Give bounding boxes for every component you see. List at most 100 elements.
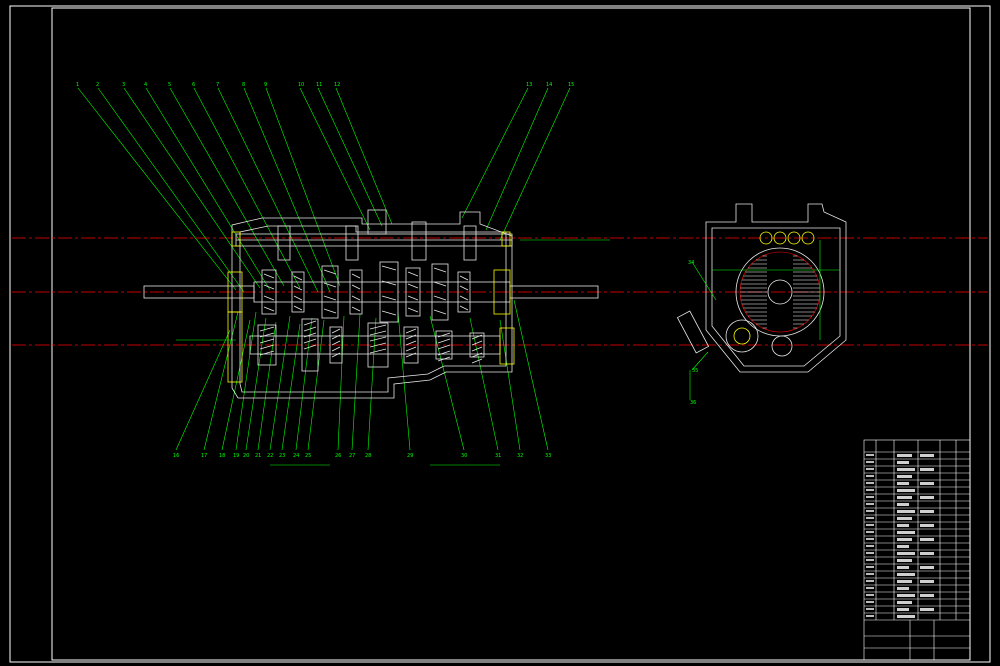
counter-gear-5 [403,326,419,364]
part-label-12: 12 [334,82,340,88]
title-block-fill [866,454,934,618]
counter-gear-2 [301,318,319,372]
leader-line-29 [397,311,411,451]
shift-fork-3 [411,221,427,261]
small-gear [725,319,759,353]
leader-line-8 [243,87,331,293]
part-label-18: 18 [219,453,225,459]
leader-line-4 [145,87,271,291]
leader-line-31 [469,317,499,451]
side-view-hatch [740,255,820,329]
part-label-25: 25 [305,453,311,459]
inner-border [51,7,971,661]
side-housing [705,203,847,373]
part-label-15: 15 [568,82,574,88]
leader-line-19 [235,311,257,451]
main-gear-6 [405,267,421,317]
gearbox-side-view [676,203,847,373]
main-gear-5 [379,261,399,323]
shift-fork-1 [277,225,291,261]
leader-line-16 [175,329,231,451]
leader-line-6 [193,87,301,289]
leader-line-14 [485,87,549,231]
housing-outline [231,211,513,399]
part-label-5: 5 [168,82,171,88]
part-label-7: 7 [216,82,219,88]
part-label-27: 27 [349,453,355,459]
part-label-8: 8 [242,82,245,88]
part-label-32: 32 [517,453,523,459]
outer-border [9,5,991,663]
part-label-3: 3 [122,82,125,88]
part-label-14: 14 [546,82,552,88]
counter-gear-4 [367,322,389,368]
leader-line-7 [217,87,319,293]
leader-line-32 [499,319,521,451]
part-label-28: 28 [365,453,371,459]
leader-line-20 [245,317,267,451]
counter-gear-1 [257,324,277,366]
part-label-17: 17 [201,453,207,459]
shift-fork-2 [345,225,359,261]
leader-line-1 [77,87,237,291]
part-label-22: 22 [267,453,273,459]
leader-line-25 [307,319,325,451]
main-gear-2 [291,271,305,313]
main-gear-1 [261,269,277,315]
leader-line-15 [499,87,571,241]
leader-line-27 [351,313,361,451]
leader-lines-top [77,87,571,293]
leader-line-17 [203,311,239,451]
main-gear-3 [321,265,339,319]
part-label-20: 20 [243,453,249,459]
counter-gear-7 [469,332,485,358]
countershaft-gears [257,318,485,372]
leader-line-13 [461,87,529,219]
leader-line-11 [317,87,383,227]
title-block [863,439,971,661]
part-label-21: 21 [255,453,261,459]
leader-line-5 [169,87,285,287]
side-view-dimensions [689,240,840,400]
part-label-10: 10 [298,82,304,88]
leader-line-26 [337,315,345,451]
bearings [227,231,515,383]
side-part-label-35: 35 [692,368,698,374]
part-label-16: 16 [173,453,179,459]
part-label-19: 19 [233,453,239,459]
detent-boss [367,209,387,235]
main-gear-8 [457,271,471,313]
part-label-23: 23 [279,453,285,459]
leader-line-2 [97,87,245,293]
part-label-33: 33 [545,453,551,459]
side-part-label-34: 34 [688,260,694,266]
part-label-31: 31 [495,453,501,459]
part-label-13: 13 [526,82,532,88]
main-shaft-gears [261,261,471,323]
main-view-dimensions [176,239,610,466]
main-gear-7 [431,263,449,321]
part-label-11: 11 [316,82,322,88]
leader-line-33 [513,299,549,451]
part-label-2: 2 [96,82,99,88]
part-label-26: 26 [335,453,341,459]
leader-lines-bottom [175,299,549,451]
leader-line-18 [221,319,251,451]
part-label-1: 1 [76,82,79,88]
part-label-24: 24 [293,453,299,459]
idler-gear [771,335,793,357]
leader-line-28 [367,317,377,451]
part-label-6: 6 [192,82,195,88]
leader-line-12 [335,87,393,225]
main-gear-4 [349,269,363,315]
side-lever [676,310,710,354]
leader-line-21 [257,321,277,451]
counter-gear-3 [329,326,343,364]
leader-line-9 [265,87,341,287]
leader-line-22 [269,315,291,451]
side-bearings [759,231,815,245]
side-part-label-36: 36 [690,400,696,406]
part-label-4: 4 [144,82,147,88]
